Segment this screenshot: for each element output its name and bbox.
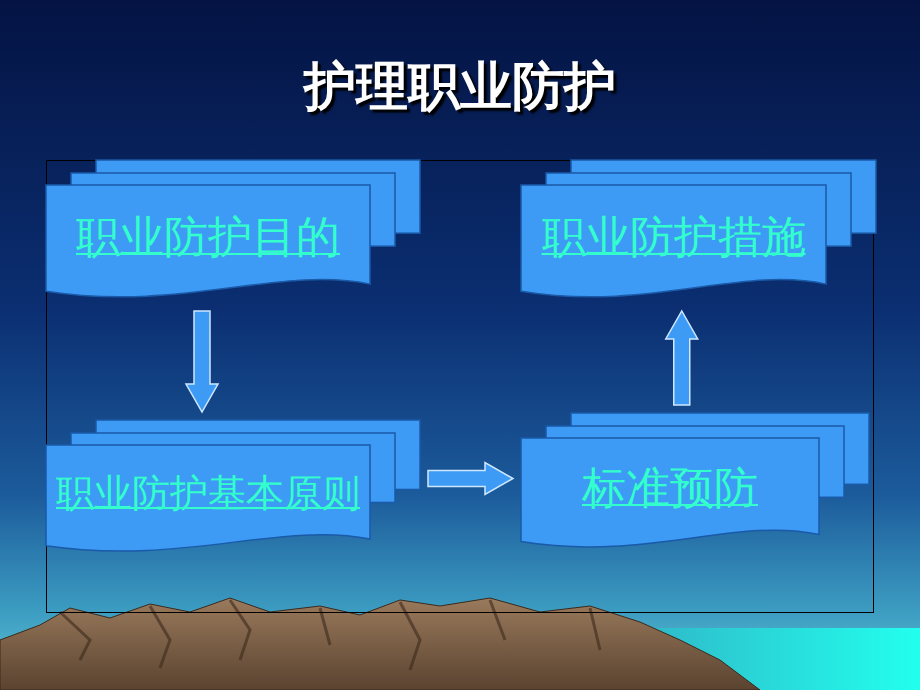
card-label-box: 职业防护目的: [46, 185, 370, 303]
card-label-box: 职业防护措施: [521, 185, 826, 303]
front-card: [46, 185, 370, 297]
card-label: 职业防护基本原则: [56, 473, 360, 515]
card-label: 职业防护目的: [76, 213, 340, 261]
front-card: [46, 445, 370, 551]
stacked-card: 职业防护目的: [46, 185, 370, 303]
slide-title: 护理职业防护: [304, 55, 616, 116]
block-arrow: [186, 311, 218, 412]
front-card: [521, 438, 819, 547]
mountains: [0, 598, 760, 690]
card-label: 标准预防: [582, 464, 758, 512]
card-label: 职业防护措施: [542, 213, 806, 261]
card-label-box: 标准预防: [521, 438, 819, 553]
mountain-ridges: [60, 600, 600, 670]
stacked-card: 标准预防: [521, 438, 819, 553]
block-arrow: [428, 463, 513, 495]
frame: [47, 161, 874, 613]
front-card: [521, 185, 826, 297]
stacked-card: 职业防护基本原则: [46, 445, 370, 557]
title: 护理职业防护: [0, 52, 920, 122]
block-arrow: [666, 311, 698, 405]
stacked-card: 职业防护措施: [521, 185, 826, 303]
card-label-box: 职业防护基本原则: [46, 445, 370, 557]
